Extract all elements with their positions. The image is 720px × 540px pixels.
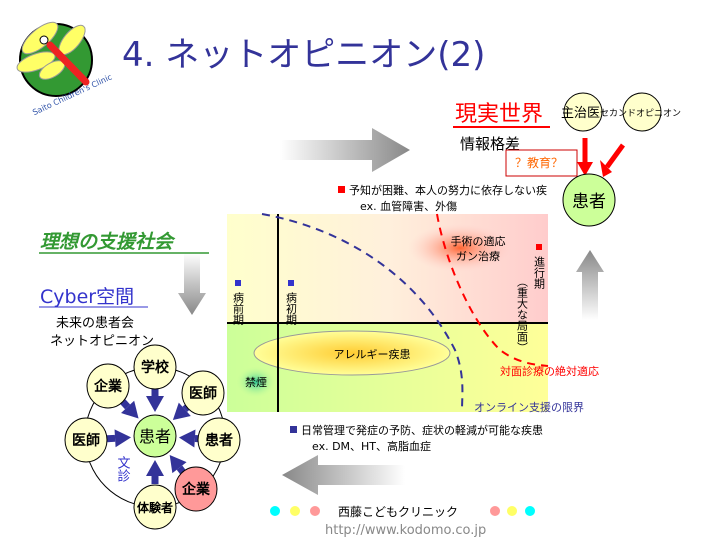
arrow-left (282, 455, 405, 495)
footer-dot (310, 506, 320, 516)
network-center-patient (133, 414, 177, 458)
future-patient-group: 未来の患者会 (56, 316, 134, 331)
network-arrow (114, 429, 132, 448)
network-center-label: 患者 (139, 427, 171, 446)
clinic-logo: Saito Children's Clinic (16, 21, 114, 117)
early-stage-label: 病初期 (285, 291, 298, 326)
consult-label: 文診 (115, 456, 131, 482)
top-note: 予知が困難、本人の努力に依存しない疾 (349, 183, 547, 197)
cyber-space-heading: Cyber空間 (40, 286, 134, 308)
doctor-circle (563, 92, 603, 132)
network-node (181, 370, 225, 416)
education-label: ？教育？ (515, 155, 563, 170)
network-arrow (146, 460, 164, 476)
network-arrow (169, 454, 187, 474)
clinic-url[interactable]: http://www.kodomo.co.jp (325, 523, 486, 538)
network-node-label: 医師 (189, 385, 217, 402)
bottom-example: ex. DM、HT、高脂血症 (312, 439, 431, 453)
second-opinion-circle (622, 92, 662, 132)
network-arrow (121, 400, 139, 419)
allergy-label: アレルギー疾患 (334, 347, 411, 361)
doctor-label: 主治医 (561, 106, 600, 121)
face-to-face-line (436, 213, 549, 367)
education-box (505, 149, 578, 177)
arrow-right (280, 128, 410, 172)
net-opinion-label: ネットオピニオン (50, 334, 154, 349)
ideal-society-heading: 理想の支援社会 (40, 231, 176, 253)
bottom-note: 日常管理で発症の予防、症状の軽減が可能な疾患 (301, 423, 543, 437)
network-node (197, 417, 241, 463)
online-limit-line (261, 213, 464, 411)
patient-circle (562, 173, 616, 227)
arrow-up (576, 250, 604, 320)
network-node-label: 体験者 (137, 500, 173, 515)
footer-dot (525, 506, 535, 516)
footer-dot (270, 506, 280, 516)
chart-top-region (227, 214, 548, 323)
second-opinion-label: セカンドオピニオン (600, 108, 681, 119)
network-node-label: 医師 (72, 432, 100, 449)
network-arrow (178, 429, 196, 448)
support-network: 学校企業医師医師患者企業体験者患者 文診 (64, 344, 241, 530)
real-world-heading: 現実世界 (455, 102, 543, 127)
network-node (133, 344, 177, 390)
page-title: 4. ネットオピニオン(2) (122, 35, 485, 75)
network-node-label: 患者 (205, 432, 233, 449)
cancer-label: ガン治療 (456, 249, 500, 263)
info-gap-label: 情報格差 (460, 135, 520, 153)
face-to-face-label: 対面診療の絶対適応 (500, 364, 599, 378)
top-example: ex. 血管障害、外傷 (360, 199, 457, 213)
patient-label: 患者 (572, 192, 606, 212)
clinic-name: 西藤こどもクリニック (338, 505, 458, 519)
network-arrow (146, 396, 164, 412)
footer-dot (490, 506, 500, 516)
footer-dot (507, 506, 517, 516)
footer-dot (290, 506, 300, 516)
network-node-label: 学校 (141, 359, 170, 376)
online-limit-label: オンライン支援の限界 (474, 400, 584, 414)
advanced-note: （重大な局面） (516, 276, 529, 353)
network-node (133, 484, 177, 530)
network-arrow (172, 402, 191, 420)
network-node-label: 企業 (93, 378, 123, 395)
arrow-down (178, 253, 206, 315)
surgery-label: 手術の適応 (451, 234, 506, 248)
pre-stage-label: 病前期 (232, 291, 245, 326)
no-smoking-label: 禁煙 (245, 376, 267, 389)
advanced-stage-label: 進行期 (533, 256, 546, 290)
network-node (64, 417, 108, 463)
network-node (174, 466, 218, 512)
network-node (86, 363, 130, 409)
network-node-label: 企業 (181, 481, 211, 498)
